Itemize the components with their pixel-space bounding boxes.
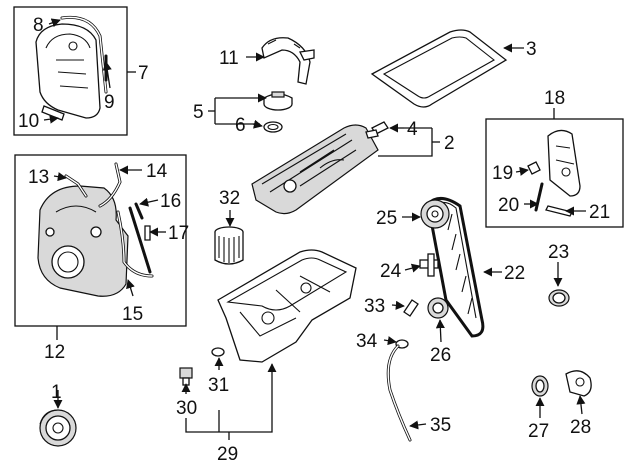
gasket-31: [211, 347, 225, 357]
seal-14: [98, 162, 122, 208]
gasket-6: [263, 121, 283, 133]
callout-19: 19: [492, 163, 513, 184]
callout-9: 9: [104, 92, 115, 113]
oil-cap-5: [263, 91, 293, 111]
leader-lines: [43, 18, 586, 440]
deflector-11: [261, 37, 315, 85]
callout-30: 30: [176, 398, 197, 419]
callout-27: 27: [528, 421, 549, 442]
callout-12: 12: [44, 342, 65, 363]
callout-11: 11: [219, 48, 239, 69]
callout-24: 24: [380, 261, 402, 282]
oil-pan-29: [217, 249, 357, 363]
callout-14: 14: [146, 161, 168, 182]
tensioner-24: [419, 253, 439, 277]
seal-16: [134, 202, 144, 220]
upper-timing-cover: [35, 23, 101, 119]
callout-23: 23: [548, 242, 569, 263]
bearing-23: [548, 289, 570, 307]
callout-35: 35: [430, 415, 451, 436]
bearing-27: [531, 375, 549, 397]
callout-3: 3: [526, 39, 537, 60]
callout-34: 34: [356, 331, 378, 352]
callout-16: 16: [160, 191, 181, 212]
callout-13: 13: [28, 167, 49, 188]
timing-belt-22: [426, 197, 485, 338]
drain-plug-30: [179, 367, 193, 386]
sensor-28: [565, 370, 592, 397]
callout-7: 7: [138, 63, 149, 84]
callout-25: 25: [376, 208, 397, 229]
callout-15: 15: [122, 304, 143, 325]
callout-labels: 1 2 3 4 5 6 7 8 9 10 11 12 13 14 15 16 1…: [18, 15, 610, 465]
callout-22: 22: [504, 263, 525, 284]
rod-20: [534, 182, 544, 212]
pulley-1: [39, 409, 77, 447]
tensioner-bracket-18: [547, 129, 581, 197]
callout-8: 8: [33, 15, 44, 36]
callout-28: 28: [570, 417, 591, 438]
callout-10: 10: [18, 111, 39, 132]
callout-26: 26: [430, 345, 451, 366]
oil-filter-32: [214, 226, 244, 265]
callout-18: 18: [544, 88, 565, 109]
callout-5: 5: [193, 102, 204, 123]
callout-6: 6: [235, 115, 246, 136]
gasket-3: [370, 29, 508, 108]
gasket-8: [60, 15, 108, 94]
lower-timing-cover: [37, 185, 129, 297]
seal-13: [64, 174, 88, 198]
callout-17: 17: [168, 223, 189, 244]
box-timing-cover-upper: [13, 6, 128, 136]
callout-21: 21: [589, 202, 610, 223]
seal-17: [144, 225, 151, 241]
callout-2: 2: [444, 133, 455, 154]
callout-29: 29: [217, 444, 238, 465]
callout-32: 32: [219, 188, 240, 209]
callout-33: 33: [364, 296, 385, 317]
sensor-33: [403, 299, 419, 317]
pin-19: [527, 161, 541, 175]
seal-15: [116, 206, 154, 278]
callout-4: 4: [407, 119, 418, 140]
pulley-26: [427, 297, 449, 319]
valve-cover-2: [251, 124, 379, 215]
plug-4: [365, 121, 389, 139]
callout-1: 1: [51, 382, 62, 403]
box-timing-cover-lower: [14, 154, 187, 327]
callout-31: 31: [208, 375, 229, 396]
sprocket-25: [420, 199, 450, 229]
dipstick-35: [386, 344, 412, 442]
callout-20: 20: [498, 195, 519, 216]
